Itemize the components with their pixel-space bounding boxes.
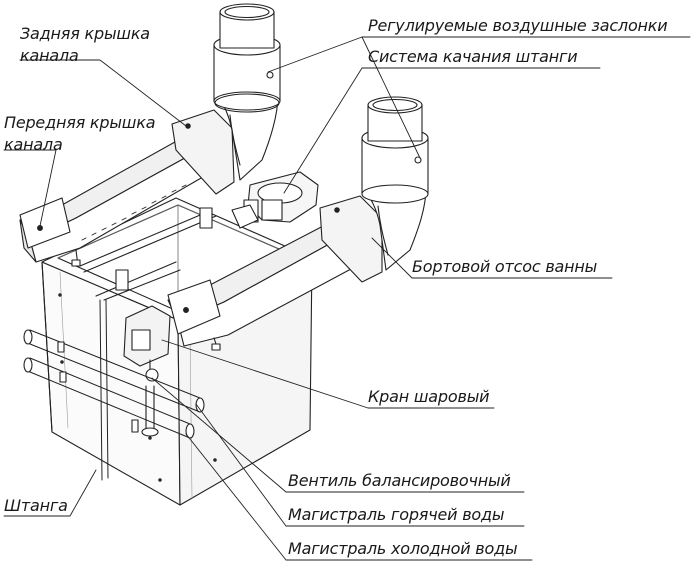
rear-duct xyxy=(19,109,235,267)
swing-mechanism xyxy=(231,171,319,229)
rod-swing-label: Система качания штанги xyxy=(368,47,578,66)
hot-water-label: Магистраль горячей воды xyxy=(288,505,505,524)
rails xyxy=(79,207,217,301)
cold-water-label: Магистраль холодной воды xyxy=(288,539,518,558)
front-duct xyxy=(167,195,383,351)
side-exhaust-label: Бортовой отсос ванны xyxy=(412,257,598,276)
ball-valve-label: Кран шаровый xyxy=(368,387,490,406)
rear-riser xyxy=(213,3,281,181)
rod-label: Штанга xyxy=(4,496,68,515)
piping xyxy=(23,299,205,481)
rear-cover-label-line1: Задняя крышка xyxy=(20,24,150,43)
balancing-valve-label: Вентиль балансировочный xyxy=(288,471,511,490)
rear-cover-label-line2: канала xyxy=(20,46,79,65)
leader-lines xyxy=(3,36,691,561)
air-dampers-label: Регулируемые воздушные заслонки xyxy=(368,16,668,35)
front-cover-label-line1: Передняя крышка xyxy=(4,113,156,132)
front-cover-label-line2: канала xyxy=(4,135,63,154)
